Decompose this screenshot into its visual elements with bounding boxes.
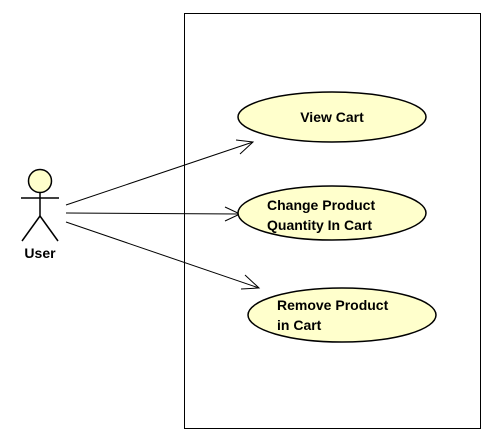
actor-user: User <box>21 168 59 261</box>
use-case-change-quantity: Change Product Quantity In Cart <box>237 185 427 241</box>
actor-label: User <box>24 245 56 261</box>
use-case-change-quantity-label-line2: Quantity In Cart <box>267 217 372 233</box>
actor-head <box>27 168 53 194</box>
use-case-view-cart: View Cart <box>237 91 427 143</box>
use-case-remove-product: Remove Product in Cart <box>247 287 437 343</box>
use-case-change-quantity-label-line1: Change Product <box>267 197 375 213</box>
actor-right-leg <box>39 215 59 242</box>
use-case-remove-product-label-line1: Remove Product <box>277 297 389 313</box>
association-view-cart <box>65 139 255 206</box>
use-case-view-cart-label: View Cart <box>300 109 364 125</box>
association-remove-product <box>65 221 261 290</box>
use-case-remove-product-label-line2: in Cart <box>277 317 322 333</box>
actor-left-leg <box>21 215 41 242</box>
